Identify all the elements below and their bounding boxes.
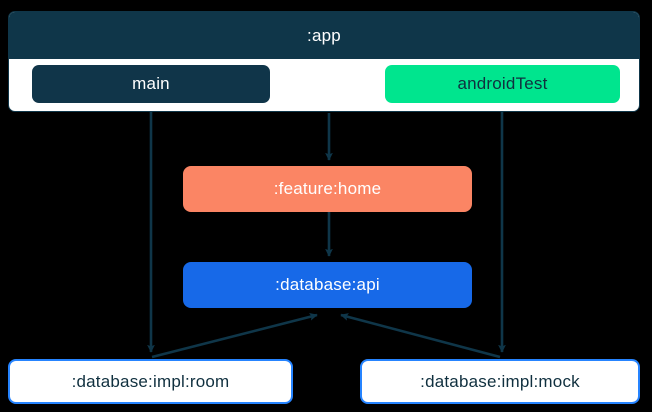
module-node-app-label: :app	[9, 12, 639, 59]
module-node-feature-home[interactable]: :feature:home	[183, 166, 472, 212]
module-node-database-impl-mock[interactable]: :database:impl:mock	[360, 359, 640, 404]
module-node-database-impl-room[interactable]: :database:impl:room	[8, 359, 293, 404]
source-set-node-main[interactable]: main	[32, 65, 270, 103]
edge-room-to-database-api	[151, 312, 318, 359]
edge-mock-to-database-api	[340, 313, 501, 359]
source-set-node-androidtest[interactable]: androidTest	[385, 65, 620, 103]
module-node-database-api[interactable]: :database:api	[183, 262, 472, 308]
